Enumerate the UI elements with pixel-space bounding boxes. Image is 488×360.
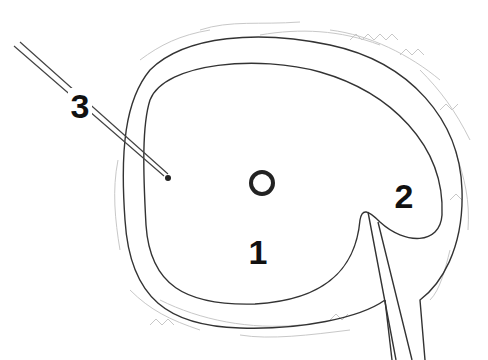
inner-outline (144, 63, 442, 304)
outer-outline (123, 37, 462, 360)
pupil-ring (251, 172, 273, 194)
callout-number: 3 (68, 88, 93, 124)
needle (14, 42, 168, 176)
callout-number: 1 (246, 234, 271, 270)
needle-tip (165, 175, 171, 181)
outlines (123, 37, 462, 360)
callout-number: 2 (392, 178, 417, 214)
duct (368, 212, 412, 360)
shading (115, 22, 470, 337)
